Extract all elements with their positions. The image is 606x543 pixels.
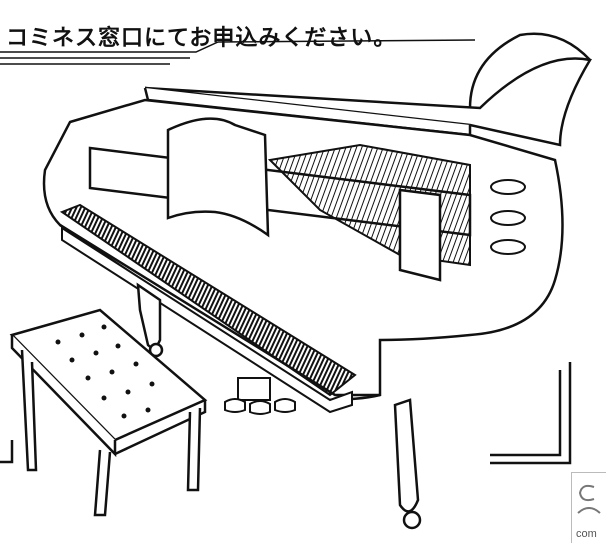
logo-text: com [576, 528, 597, 540]
piano-bench [9, 308, 208, 517]
piano-legs [136, 282, 422, 530]
headline-text: コミネス窓口にてお申込みください。 [6, 26, 397, 51]
tuning-pegs [490, 179, 526, 255]
bench-tufting [55, 324, 155, 419]
piano-pedals [224, 377, 296, 415]
brand-logo: com [571, 472, 606, 543]
music-stand [166, 117, 442, 282]
corner-bracket-left [0, 440, 14, 464]
headline-underline [0, 39, 476, 65]
corner-bracket-right [490, 362, 572, 465]
c-logo-icon [577, 484, 601, 514]
piano-keyboard [59, 203, 357, 414]
